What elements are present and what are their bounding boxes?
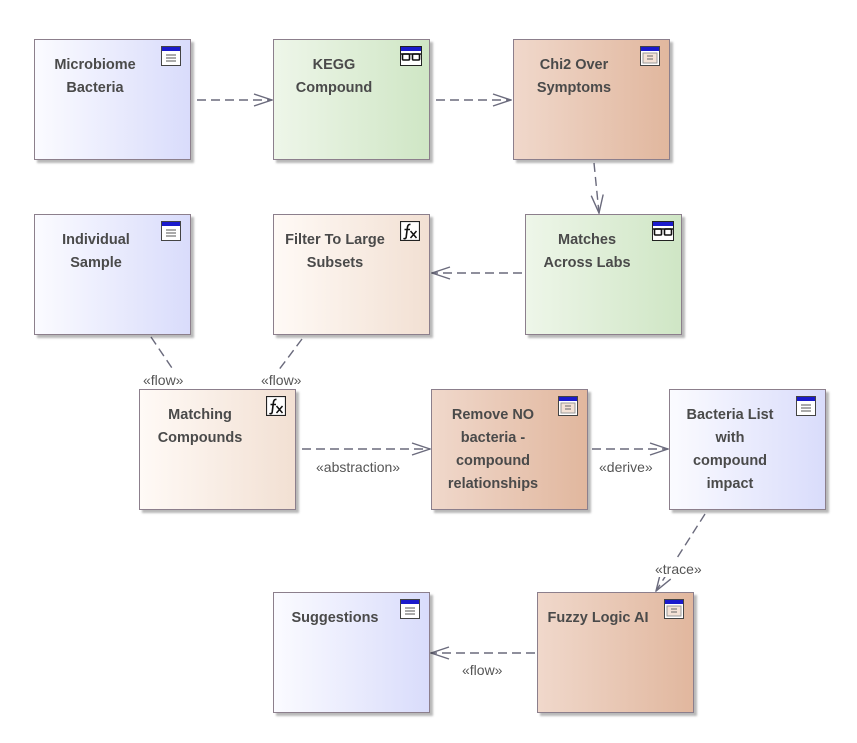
function-icon — [399, 220, 421, 242]
edge-filter-to-matching[interactable] — [277, 338, 303, 372]
edge-bacterialist-to-fuzzy[interactable] — [656, 513, 706, 591]
node-label: Chi2 Over Symptoms — [536, 57, 612, 96]
edge-label-derive: «derive» — [598, 459, 654, 475]
node-label: Remove NO bacteria - compound relationsh… — [447, 407, 539, 492]
document-icon — [400, 599, 420, 619]
datastore-icon — [664, 599, 684, 619]
node-suggestions[interactable]: Suggestions — [273, 592, 430, 713]
function-icon — [265, 395, 287, 417]
node-label: Bacteria List with compound impact — [686, 407, 774, 492]
edge-label-flow: «flow» — [461, 662, 504, 678]
datastore-icon — [640, 46, 660, 66]
document-icon — [796, 396, 816, 416]
node-label: Individual Sample — [62, 232, 130, 271]
node-filter-to-large-subsets[interactable]: Filter To Large Subsets — [273, 214, 430, 335]
node-chi2-over-symptoms[interactable]: Chi2 Over Symptoms — [513, 39, 670, 160]
document-icon — [161, 221, 181, 241]
document-icon — [161, 46, 181, 66]
edge-chi2-to-matches[interactable] — [594, 162, 599, 213]
node-microbiome-bacteria[interactable]: Microbiome Bacteria — [34, 39, 191, 160]
edge-label-abstraction: «abstraction» — [315, 459, 402, 475]
node-matches-across-labs[interactable]: Matches Across Labs — [525, 214, 682, 335]
node-label: Filter To Large Subsets — [285, 232, 385, 271]
edge-label-flow: «flow» — [142, 372, 185, 388]
node-kegg-compound[interactable]: KEGG Compound — [273, 39, 430, 160]
glasses-icon — [652, 221, 674, 241]
node-label: Matching Compounds — [157, 407, 243, 446]
glasses-icon — [400, 46, 422, 66]
node-fuzzy-logic-ai[interactable]: Fuzzy Logic AI — [537, 592, 694, 713]
node-label: Matches Across Labs — [543, 232, 631, 271]
node-bacteria-list[interactable]: Bacteria List with compound impact — [669, 389, 826, 510]
node-label: Suggestions — [291, 610, 379, 626]
edge-label-trace: «trace» — [654, 561, 703, 577]
node-label: KEGG Compound — [295, 57, 373, 96]
node-label: Microbiome Bacteria — [54, 57, 136, 96]
edge-sample-to-matching[interactable] — [150, 336, 175, 372]
node-label: Fuzzy Logic AI — [547, 610, 649, 626]
node-remove-no-bacteria[interactable]: Remove NO bacteria - compound relationsh… — [431, 389, 588, 510]
node-individual-sample[interactable]: Individual Sample — [34, 214, 191, 335]
datastore-icon — [558, 396, 578, 416]
edge-label-flow: «flow» — [260, 372, 303, 388]
node-matching-compounds[interactable]: Matching Compounds — [139, 389, 296, 510]
